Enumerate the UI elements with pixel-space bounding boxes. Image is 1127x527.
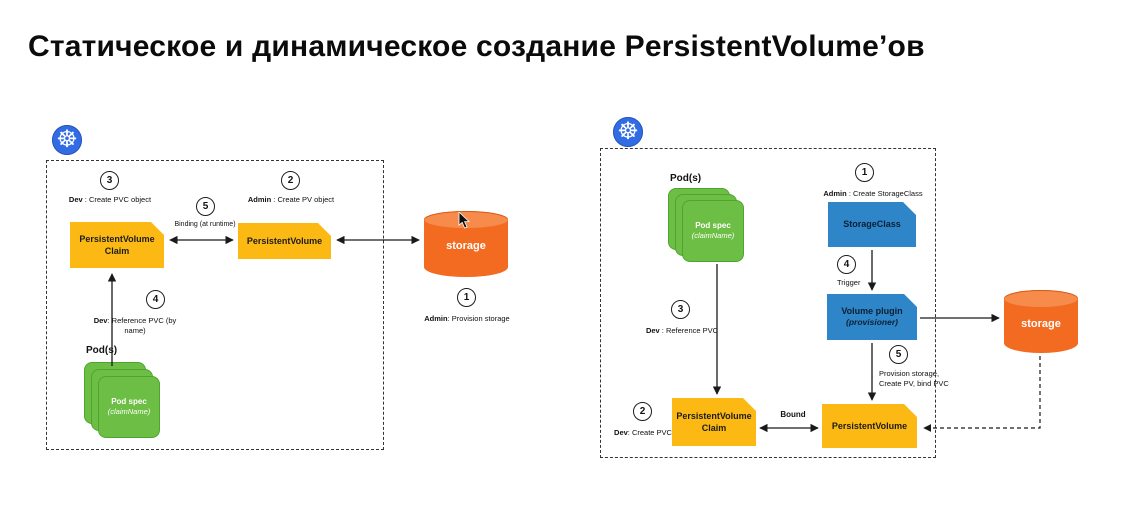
step-badge-5: 5: [196, 197, 215, 216]
step-badge-4: 4: [837, 255, 856, 274]
step-badge-2: 2: [633, 402, 652, 421]
storage-label: storage: [446, 239, 486, 252]
step-label-dev-reference-pvc: Dev: Reference PVC (by name): [92, 316, 178, 336]
step-badge-4: 4: [146, 290, 165, 309]
step-badge-3: 3: [100, 171, 119, 190]
kubernetes-icon: ☸: [613, 117, 643, 147]
pod-spec-line2: (claimName): [107, 407, 151, 417]
step-number: 3: [106, 175, 113, 186]
step-action: : Create PVC: [627, 428, 672, 437]
step-action: : Reference PVC (by name): [107, 316, 177, 335]
persistent-volume-claim-box: PersistentVolume Claim: [672, 398, 756, 446]
persistent-volume-box: PersistentVolume: [238, 223, 331, 259]
step-actor: Admin: [247, 195, 272, 204]
storageclass-box: StorageClass: [828, 202, 916, 247]
pod-spec-line2: (claimName): [691, 231, 735, 241]
step-actor: Dev: [614, 428, 628, 437]
pv-label: PersistentVolume: [831, 420, 908, 431]
step-action: : Create PV object: [271, 195, 335, 204]
bound-label-text: Bound: [780, 410, 806, 419]
step-actor: Dev: [645, 326, 660, 335]
step-number: 1: [463, 292, 470, 303]
step-badge-1: 1: [457, 288, 476, 307]
step-actor: Admin: [424, 314, 448, 323]
step-label-admin-create-storageclass: Admin : Create StorageClass: [823, 189, 922, 199]
pvc-label-line2: Claim: [701, 423, 727, 433]
step-action: Trigger: [837, 278, 861, 287]
slide-title: Статическое и динамическое создание Pers…: [28, 30, 925, 63]
step-badge-3: 3: [671, 300, 690, 319]
step-number: 5: [895, 349, 902, 360]
step-number: 4: [843, 259, 850, 270]
pod-stack: Pod spec (claimName): [668, 188, 746, 266]
pvc-label-line1: PersistentVolume: [676, 410, 752, 421]
volume-plugin-line2: (provisioner): [846, 317, 898, 328]
step-number: 2: [639, 406, 646, 417]
step-action: Binding (at runtime): [174, 221, 236, 228]
step-action-line1: Provision storage,: [879, 369, 940, 378]
step-number: 1: [861, 167, 868, 178]
arrow-storage-to-pv-dashed: [923, 356, 1041, 432]
cluster-boundary-right: [600, 148, 936, 458]
pods-label-text: Pod(s): [86, 345, 118, 356]
kubernetes-wheel-icon: ☸: [617, 118, 639, 145]
storageclass-label: StorageClass: [843, 219, 901, 230]
storage-cylinder-top: [1004, 290, 1078, 307]
bound-label: Bound: [780, 410, 805, 419]
pvc-label-line2: Claim: [104, 246, 130, 256]
persistent-volume-box: PersistentVolume: [822, 404, 917, 448]
step-number: 2: [287, 175, 294, 186]
kubernetes-wheel-icon: ☸: [56, 126, 78, 153]
step-action: : Reference PVC: [659, 326, 719, 335]
pod-spec-card: Pod spec (claimName): [682, 200, 744, 262]
step-number: 5: [202, 201, 209, 212]
step-badge-2: 2: [281, 171, 300, 190]
step-label-trigger: Trigger: [837, 278, 860, 288]
step-label-provision-storage: Provision storage, Create PV, bind PVC: [879, 369, 963, 389]
pod-spec-line1: Pod spec: [695, 221, 731, 231]
storage-cylinder-body: [424, 219, 508, 277]
step-action: : Create StorageClass: [846, 189, 923, 198]
cluster-boundary-left: [46, 160, 384, 450]
storage-cylinder-body: [1004, 298, 1078, 353]
pods-label-text: Pod(s): [670, 173, 702, 184]
step-number: 3: [677, 304, 684, 315]
volume-plugin-box: Volume plugin (provisioner): [827, 294, 917, 340]
persistent-volume-claim-box: PersistentVolume Claim: [70, 222, 164, 268]
pod-spec-card: Pod spec (claimName): [98, 376, 160, 438]
step-actor: Dev: [93, 316, 108, 325]
step-label-admin-provision: Admin: Provision storage: [424, 314, 509, 324]
storage-label: storage: [1021, 317, 1061, 330]
storage-cylinder: storage: [1004, 290, 1078, 353]
volume-plugin-line1: Volume plugin: [841, 306, 903, 317]
step-badge-1: 1: [855, 163, 874, 182]
pods-label: Pod(s): [86, 345, 117, 356]
step-label-admin-create-pv: Admin : Create PV object: [248, 195, 334, 205]
step-number: 4: [152, 294, 159, 305]
step-badge-5: 5: [889, 345, 908, 364]
step-label-dev-reference-pvc: Dev : Reference PVC: [646, 326, 718, 336]
step-action: : Provision storage: [447, 314, 510, 323]
step-actor: Admin: [823, 189, 847, 198]
pv-label: PersistentVolume: [246, 235, 323, 246]
step-label-binding: Binding (at runtime): [174, 220, 235, 229]
pods-label: Pod(s): [670, 173, 701, 184]
pod-spec-line1: Pod spec: [111, 397, 147, 407]
step-label-dev-create-pvc: Dev : Create PVC object: [69, 195, 151, 205]
step-label-dev-create-pvc: Dev: Create PVC: [614, 428, 672, 438]
pod-stack: Pod spec (claimName): [84, 362, 162, 440]
step-actor: Dev: [68, 195, 83, 204]
step-action-line2: Create PV, bind PVC: [879, 378, 949, 388]
mouse-cursor-icon: [458, 212, 470, 229]
pvc-label-line1: PersistentVolume: [79, 233, 155, 244]
kubernetes-icon: ☸: [52, 125, 82, 155]
step-action: : Create PVC object: [82, 195, 152, 204]
